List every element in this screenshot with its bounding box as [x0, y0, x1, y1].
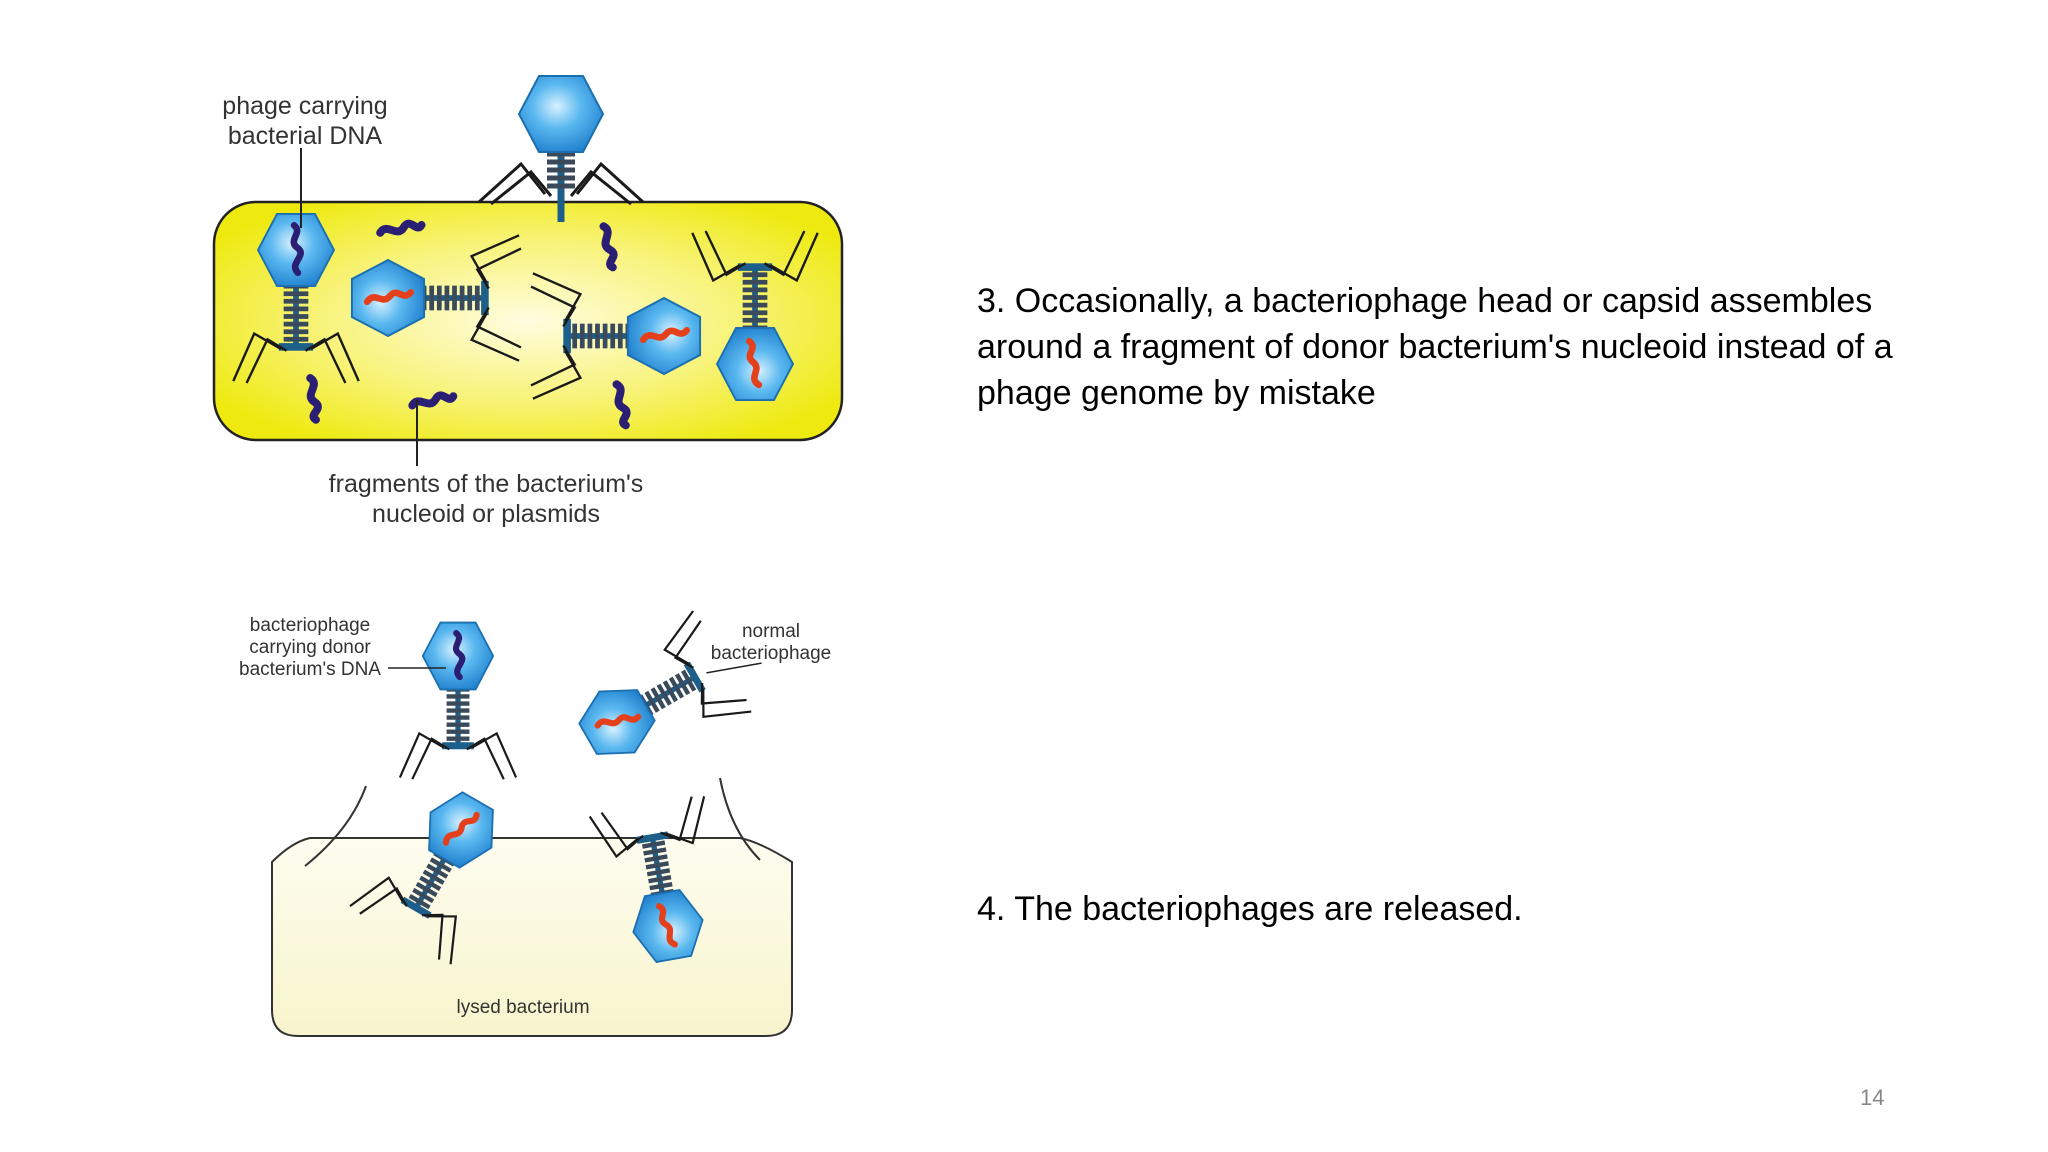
label-phage-carrying: phage carrying — [222, 92, 387, 120]
step-4-text: 4. The bacteriophages are released. — [977, 890, 1523, 928]
label-fragments: fragments of the bacterium's — [329, 470, 644, 498]
attached-phage-icon — [477, 75, 645, 222]
label-carrying-donor: carrying donor — [249, 637, 371, 658]
page-number: 14 — [1860, 1085, 1885, 1110]
top-bacterium — [212, 200, 844, 442]
label-normal: normal — [742, 621, 800, 642]
normal-phage-icon — [559, 610, 753, 789]
donor-phage-icon — [400, 623, 516, 780]
label-donor-dna: bacterium's DNA — [239, 659, 381, 680]
label-bacteriophage: bacteriophage — [250, 615, 370, 636]
label-bacterial-dna: bacterial DNA — [228, 122, 383, 150]
transduction-diagram: phage carrying bacterial DNA fragments o… — [212, 75, 844, 1037]
transduction-figure: phage carrying bacterial DNA fragments o… — [0, 0, 880, 1100]
label-normal-bacteriophage: bacteriophage — [711, 643, 831, 664]
leader-line — [706, 662, 762, 674]
label-lysed-bacterium: lysed bacterium — [456, 997, 589, 1018]
label-nucleoid: nucleoid or plasmids — [372, 500, 600, 528]
step-3-text: 3. Occasionally, a bacteriophage head or… — [977, 282, 1893, 412]
